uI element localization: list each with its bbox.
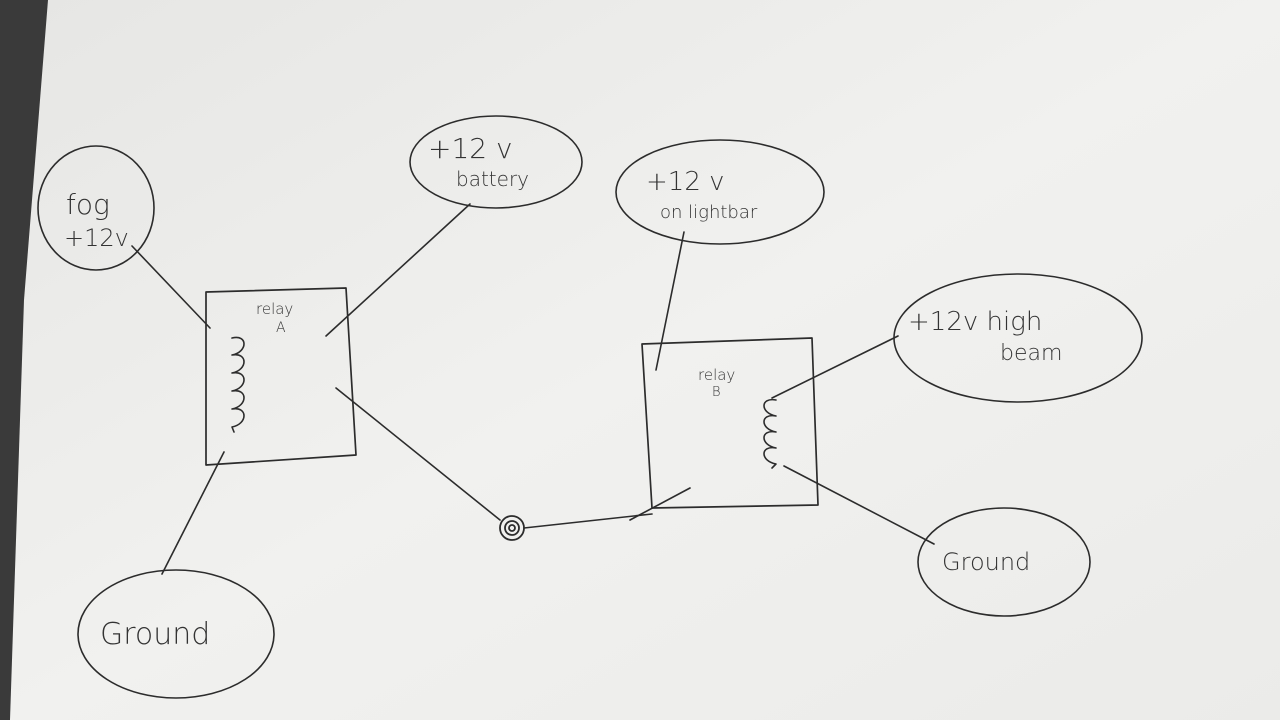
- splice-junction-icon: [499, 515, 525, 541]
- fog-bubble: [37, 145, 155, 271]
- battery-label-line1: +12 v: [428, 132, 513, 165]
- paper-sheet: [10, 0, 1280, 720]
- wire-battery-to-relay-a: [325, 203, 471, 337]
- wire-fog-to-relay-a: [131, 245, 211, 329]
- relay-b-label-line1: relay: [698, 366, 735, 384]
- wire-splice-to-relay-b: [523, 513, 653, 529]
- highbeam-label-line1: +12v high: [908, 307, 1042, 337]
- relay-a-box: [205, 287, 357, 466]
- relay-a-coil-icon: [231, 336, 245, 433]
- fog-label-line1: fog: [66, 188, 110, 221]
- lightbar-label-line2: on lightbar: [660, 202, 758, 223]
- fog-label-line2: +12v: [64, 224, 129, 252]
- battery-label-line2: battery: [456, 167, 529, 191]
- ground-a-label: Ground: [100, 617, 210, 652]
- wire-relay-b-to-ground: [783, 465, 935, 545]
- relay-b-coil-icon: [763, 398, 777, 469]
- relay-b-box: [641, 337, 819, 509]
- relay-b-label-line2: B: [712, 385, 721, 400]
- lightbar-bubble: [615, 139, 825, 245]
- ground-b-bubble: [917, 507, 1091, 617]
- wire-highbeam-to-relay-b: [771, 335, 899, 399]
- wire-relay-a-to-splice: [335, 387, 501, 521]
- battery-bubble: [409, 115, 583, 209]
- highbeam-label-line2: beam: [1000, 341, 1062, 366]
- relay-a-label-line2: A: [276, 320, 286, 336]
- relay-a-label-line1: relay: [256, 300, 293, 318]
- lightbar-label-line1: +12 v: [646, 167, 725, 197]
- wire-relay-a-to-ground: [161, 451, 225, 575]
- ground-a-bubble: [77, 569, 275, 699]
- wire-lightbar-to-relay-b: [655, 231, 685, 371]
- wire-relay-b-stub: [629, 487, 691, 521]
- ground-b-label: Ground: [942, 548, 1030, 576]
- highbeam-bubble: [893, 273, 1143, 403]
- wires: [131, 203, 935, 575]
